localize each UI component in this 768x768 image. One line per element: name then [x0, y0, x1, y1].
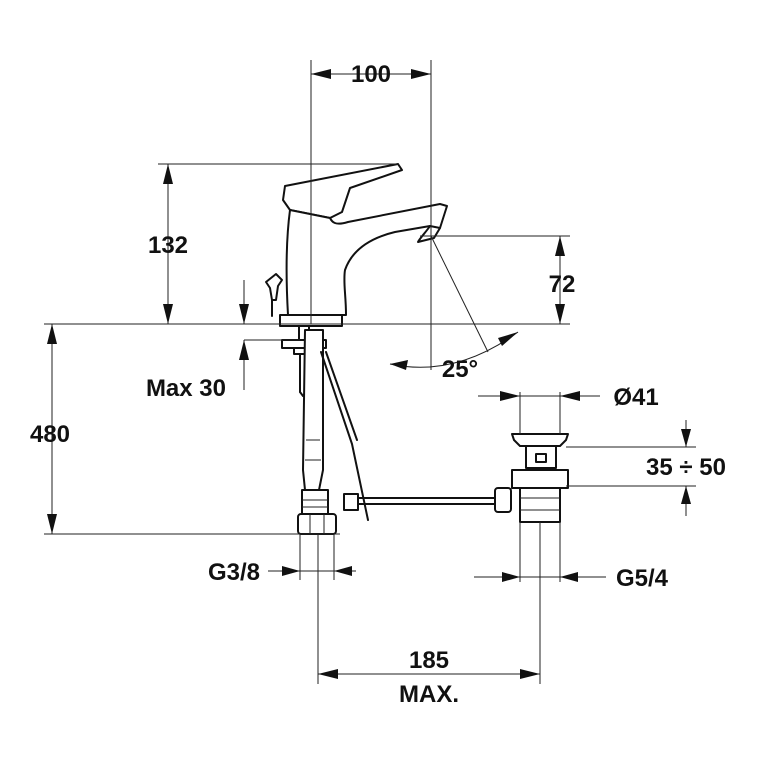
- faucet-body: [265, 163, 448, 327]
- drain-body: [519, 487, 561, 523]
- pop-up-rod: [320, 351, 369, 521]
- label-total-height: 480: [30, 421, 70, 448]
- label-top-width: 100: [351, 61, 391, 88]
- drain-flange: [511, 433, 569, 447]
- label-spout-height: 132: [148, 232, 188, 259]
- label-inlet-thread: G3/8: [208, 559, 260, 586]
- label-drain-thread: G5/4: [616, 565, 669, 592]
- hose-nut: [297, 513, 337, 535]
- lever-handle: [282, 163, 403, 219]
- label-drain-distance: 185: [409, 647, 449, 674]
- dimension-lines: [44, 60, 696, 684]
- under-counter-assembly: [281, 325, 512, 535]
- pop-up-knob: [265, 273, 283, 301]
- label-drain-diameter: Ø41: [613, 384, 658, 411]
- flexible-hose: [302, 329, 324, 491]
- faucet-column: [285, 203, 448, 316]
- label-drain-distance-note: MAX.: [399, 681, 459, 708]
- label-drain-range: 35 ÷ 50: [646, 454, 726, 481]
- pop-up-waste: [511, 433, 569, 523]
- dimension-labels: 100 132 72 25° Max 30 480 Ø41 35 ÷ 50 G3…: [30, 61, 726, 708]
- label-max-thickness: Max 30: [146, 375, 226, 402]
- label-angle: 25°: [442, 356, 478, 383]
- label-outlet-height: 72: [549, 271, 576, 298]
